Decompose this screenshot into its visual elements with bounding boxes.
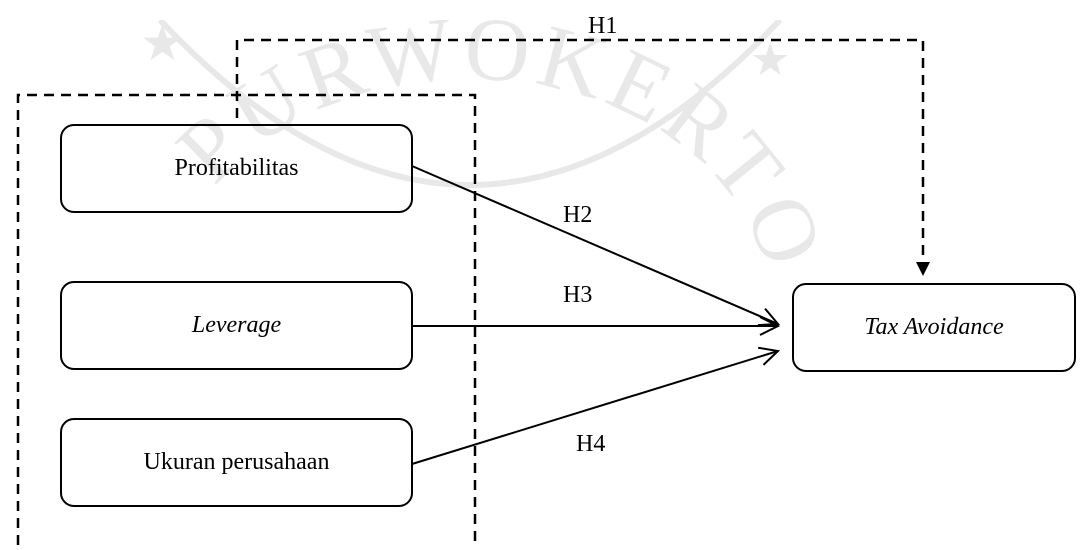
node-ukuran-perusahaan: Ukuran perusahaan bbox=[60, 418, 413, 507]
h2-arrow bbox=[411, 165, 778, 324]
svg-text:★: ★ bbox=[750, 33, 790, 86]
label-h3: H3 bbox=[563, 282, 593, 308]
node-ukuran-label: Ukuran perusahaan bbox=[143, 449, 330, 475]
node-tax-avoidance: Tax Avoidance bbox=[792, 283, 1076, 372]
svg-text:★: ★ bbox=[140, 20, 185, 72]
node-leverage-label: Leverage bbox=[191, 312, 282, 338]
label-h4: H4 bbox=[576, 431, 606, 457]
node-profitabilitas: Profitabilitas bbox=[60, 124, 413, 213]
watermark-seal: PURWOKERTO ★ ★ bbox=[140, 0, 838, 284]
h1-arrowhead bbox=[916, 262, 930, 276]
node-profitabilitas-label: Profitabilitas bbox=[174, 155, 299, 181]
h1-path bbox=[235, 38, 925, 268]
h4-arrow bbox=[411, 351, 778, 465]
moderation-frame bbox=[16, 93, 477, 545]
node-leverage: Leverage bbox=[60, 281, 413, 370]
label-h2: H2 bbox=[563, 202, 593, 228]
node-tax-avoidance-label: Tax Avoidance bbox=[864, 314, 1004, 340]
label-h1: H1 bbox=[588, 13, 618, 39]
watermark: PURWOKERTO ★ ★ bbox=[120, 0, 838, 284]
